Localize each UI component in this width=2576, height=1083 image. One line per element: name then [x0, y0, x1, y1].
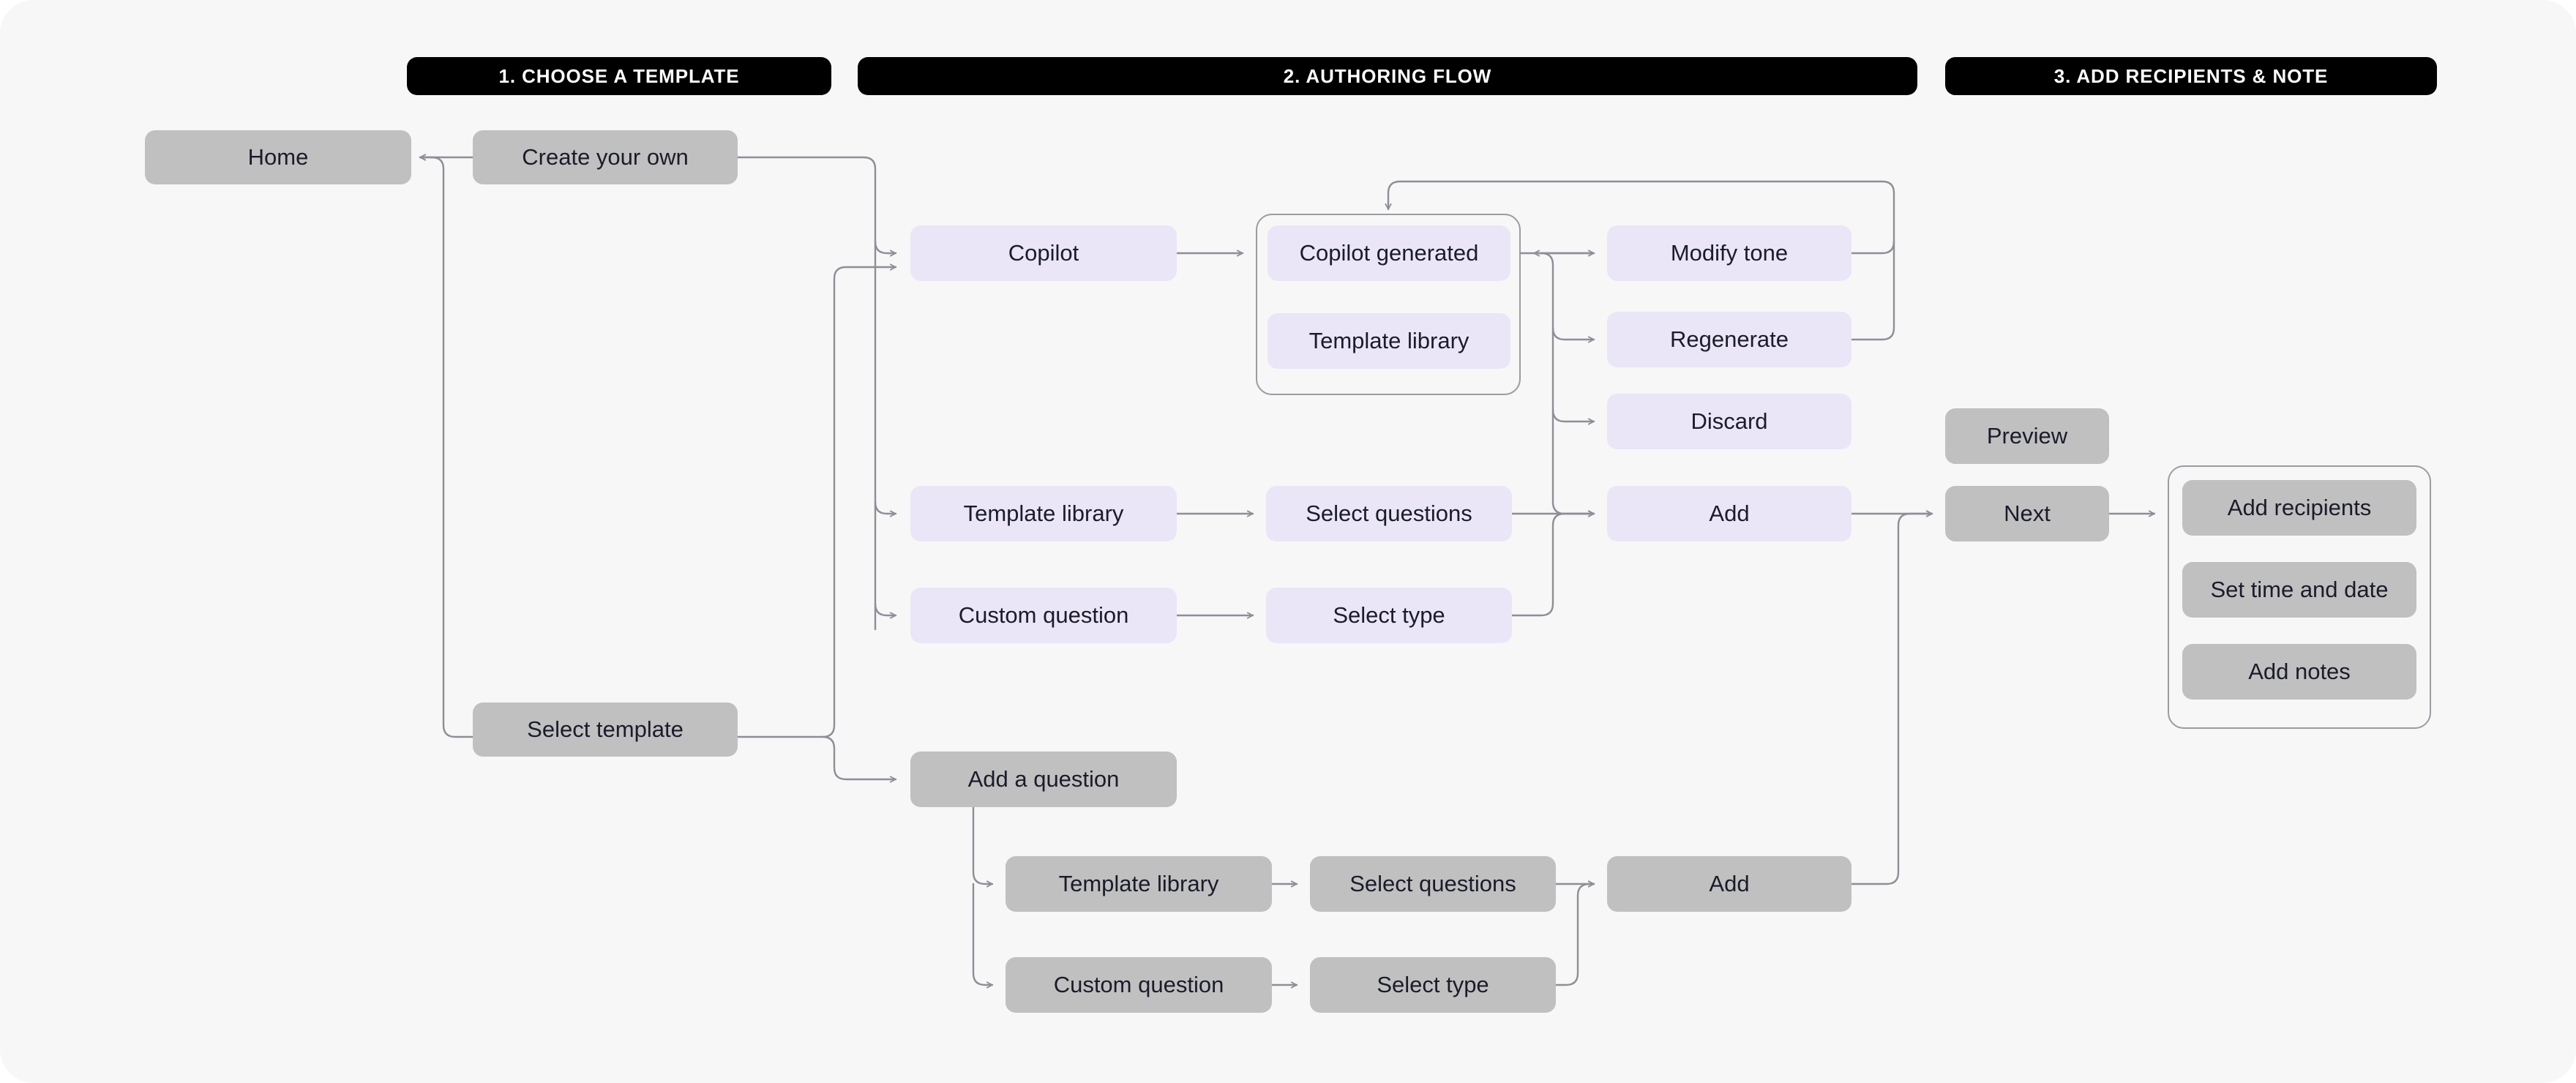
node-label: Add — [1709, 501, 1750, 526]
node-create-your-own[interactable]: Create your own — [473, 130, 738, 184]
edge-group-trunk — [1519, 252, 1595, 517]
node-label: Select type — [1333, 602, 1445, 628]
node-add-purple[interactable]: Add — [1607, 486, 1852, 542]
phase-banner-add-recipients-note: 3. ADD RECIPIENTS & NOTE — [1945, 57, 2437, 95]
node-next[interactable]: Next — [1945, 486, 2109, 542]
node-label: Home — [247, 144, 309, 170]
node-template-library-purple[interactable]: Template library — [910, 486, 1177, 542]
node-label: Select template — [527, 716, 684, 742]
edge-create-to-copilot — [874, 240, 897, 257]
edge-regenerate-loop — [1850, 240, 1895, 341]
edge-create-to-template-library — [874, 501, 897, 517]
node-label: Add notes — [2248, 659, 2351, 684]
node-label: Create your own — [522, 144, 689, 170]
node-set-time-and-date[interactable]: Set time and date — [2182, 562, 2416, 618]
node-label: Preview — [1986, 423, 2068, 449]
node-label: Add a question — [967, 766, 1120, 792]
edge-group-to-discard — [1551, 408, 1595, 425]
node-discard[interactable]: Discard — [1607, 394, 1852, 449]
node-label: Custom question — [1053, 972, 1224, 997]
node-add-a-question[interactable]: Add a question — [910, 752, 1177, 807]
group-copilot-source — [1256, 214, 1521, 395]
node-select-questions-gray[interactable]: Select questions — [1310, 856, 1556, 912]
phase-banner-label: 3. ADD RECIPIENTS & NOTE — [2053, 64, 2329, 87]
node-label: Regenerate — [1669, 326, 1789, 352]
node-label: Next — [2004, 501, 2051, 526]
node-select-type-gray[interactable]: Select type — [1310, 957, 1556, 1013]
node-label: Copilot — [1008, 240, 1079, 266]
edge-selecttemplate-to-addquestion — [821, 735, 897, 783]
node-label: Custom question — [958, 602, 1129, 628]
edge-st-to-add-purple — [1510, 510, 1595, 617]
node-label: Discard — [1690, 408, 1768, 434]
node-preview[interactable]: Preview — [1945, 408, 2109, 464]
node-custom-question-purple[interactable]: Custom question — [910, 588, 1177, 643]
node-add-recipients[interactable]: Add recipients — [2182, 480, 2416, 536]
node-copilot-generated[interactable]: Copilot generated — [1268, 225, 1510, 281]
edge-group-to-regenerate — [1551, 326, 1595, 343]
phase-banner-choose-template: 1. CHOOSE A TEMPLATE — [407, 57, 831, 95]
node-select-type-purple[interactable]: Select type — [1266, 588, 1512, 643]
edge-create-to-custom-question — [874, 602, 897, 619]
node-label: Select questions — [1349, 871, 1516, 896]
node-label: Template library — [1058, 871, 1219, 896]
node-label: Add recipients — [2227, 495, 2372, 520]
edge-aq-trunk — [972, 806, 994, 888]
node-custom-question-gray[interactable]: Custom question — [1006, 957, 1272, 1013]
edge-addgray-to-next — [1850, 510, 1933, 885]
node-label: Set time and date — [2210, 577, 2389, 602]
edge-create-trunk — [736, 156, 877, 631]
node-regenerate[interactable]: Regenerate — [1607, 312, 1852, 367]
phase-banner-authoring-flow: 2. AUTHORING FLOW — [858, 57, 1917, 95]
edge-selecttemplate-to-home — [419, 154, 474, 738]
node-modify-tone[interactable]: Modify tone — [1607, 225, 1852, 281]
node-label: Template library — [963, 501, 1124, 526]
node-label: Copilot generated — [1299, 240, 1479, 266]
edge-st-to-add-gray — [1554, 880, 1595, 986]
node-label: Modify tone — [1670, 240, 1789, 266]
edge-aq-to-custom-question — [972, 882, 994, 989]
group-recipients — [2168, 465, 2431, 729]
node-copilot[interactable]: Copilot — [910, 225, 1177, 281]
node-add-notes[interactable]: Add notes — [2182, 644, 2416, 700]
node-select-template[interactable]: Select template — [473, 702, 738, 757]
edge-selecttemplate-trunk — [736, 263, 897, 738]
node-home[interactable]: Home — [145, 130, 411, 184]
node-source-template-library[interactable]: Template library — [1268, 313, 1510, 369]
phase-banner-label: 2. AUTHORING FLOW — [1283, 64, 1492, 87]
node-label: Select type — [1377, 972, 1489, 997]
node-template-library-gray[interactable]: Template library — [1006, 856, 1272, 912]
node-add-gray[interactable]: Add — [1607, 856, 1852, 912]
phase-banner-label: 1. CHOOSE A TEMPLATE — [498, 64, 740, 87]
node-label: Select questions — [1306, 501, 1472, 526]
node-label: Add — [1709, 871, 1750, 896]
node-label: Template library — [1308, 328, 1469, 353]
node-select-questions-purple[interactable]: Select questions — [1266, 486, 1512, 542]
